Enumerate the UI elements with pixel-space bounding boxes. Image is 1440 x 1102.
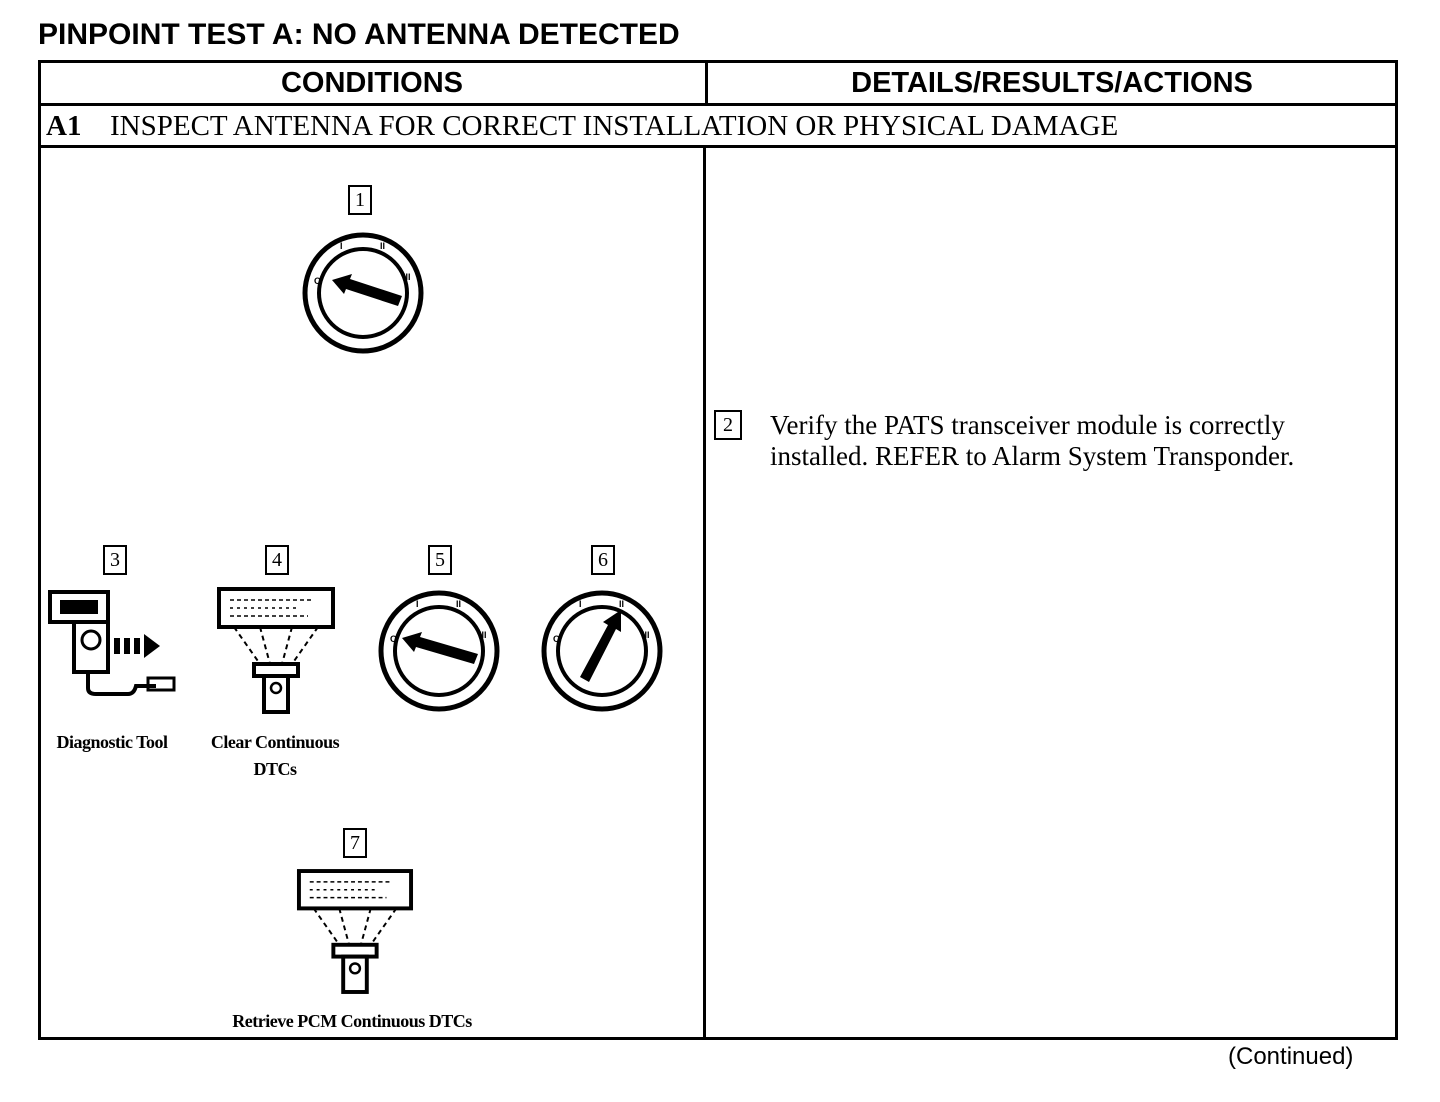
figure-4-caption-line2: DTCs bbox=[253, 759, 297, 779]
figure-7-number: 7 bbox=[343, 828, 367, 858]
figure-3-number: 3 bbox=[103, 545, 127, 575]
test-table bbox=[38, 60, 1398, 1040]
svg-text:II: II bbox=[619, 599, 624, 609]
page-title: PINPOINT TEST A: NO ANTENNA DETECTED bbox=[38, 18, 680, 51]
action-2-number: 2 bbox=[714, 410, 742, 440]
svg-text:III: III bbox=[479, 630, 487, 640]
figure-4-number: 4 bbox=[265, 545, 289, 575]
svg-text:III: III bbox=[403, 272, 411, 282]
figure-7-caption: Retrieve PCM Continuous DTCs bbox=[232, 1011, 472, 1031]
figure-1-number: 1 bbox=[348, 185, 372, 215]
svg-text:III: III bbox=[642, 630, 650, 640]
action-2-line1: Verify the PATS transceiver module is co… bbox=[770, 410, 1285, 440]
svg-text:I: I bbox=[340, 241, 343, 251]
figure-4-caption-line1: Clear Continuous bbox=[210, 732, 340, 752]
svg-text:I: I bbox=[579, 599, 582, 609]
figure-5-number: 5 bbox=[428, 545, 452, 575]
ignition-switch-off-icon: O I II III bbox=[302, 232, 424, 354]
svg-text:O: O bbox=[553, 634, 560, 644]
action-2-text: Verify the PATS transceiver module is co… bbox=[770, 410, 1390, 472]
svg-text:I: I bbox=[416, 599, 419, 609]
column-divider bbox=[703, 148, 706, 1040]
figure-3-caption: Diagnostic Tool bbox=[56, 732, 168, 752]
table-header: CONDITIONS DETAILS/RESULTS/ACTIONS bbox=[38, 60, 1398, 106]
scan-tool-display-icon bbox=[296, 869, 414, 994]
svg-text:II: II bbox=[456, 599, 461, 609]
ignition-switch-off-icon: O I II III bbox=[378, 590, 500, 712]
figure-6-number: 6 bbox=[591, 545, 615, 575]
svg-text:II: II bbox=[380, 241, 385, 251]
details-header: DETAILS/RESULTS/ACTIONS bbox=[851, 67, 1253, 99]
svg-text:O: O bbox=[390, 634, 397, 644]
header-divider bbox=[705, 60, 708, 106]
diagnostic-tool-icon bbox=[48, 590, 176, 696]
step-row: A1 INSPECT ANTENNA FOR CORRECT INSTALLAT… bbox=[38, 106, 1398, 148]
ignition-switch-run-icon: O I II III bbox=[541, 590, 663, 712]
svg-text:O: O bbox=[314, 276, 321, 286]
continued-note: (Continued) bbox=[1228, 1043, 1354, 1070]
step-title: INSPECT ANTENNA FOR CORRECT INSTALLATION… bbox=[110, 110, 1119, 142]
action-2-line2: installed. REFER to Alarm System Transpo… bbox=[770, 441, 1295, 471]
scan-tool-display-icon bbox=[217, 587, 335, 714]
step-id: A1 bbox=[46, 110, 82, 142]
conditions-header: CONDITIONS bbox=[280, 67, 464, 99]
